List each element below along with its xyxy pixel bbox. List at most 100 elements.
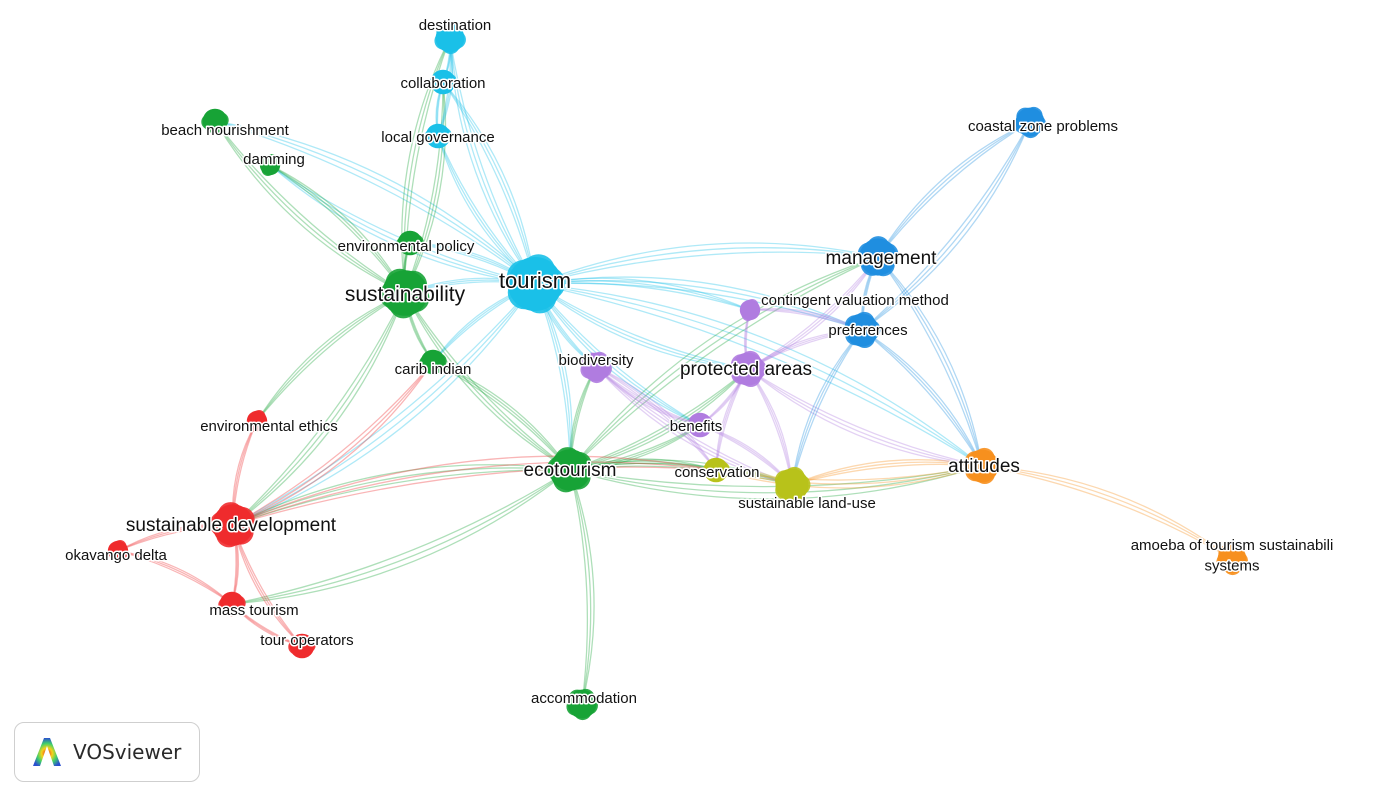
- link-tourism-preferences: [534, 282, 863, 331]
- node-preferences[interactable]: [844, 311, 881, 349]
- node-biodiversity[interactable]: [580, 351, 612, 384]
- node-circle: [1217, 544, 1247, 574]
- node-circle: [1015, 107, 1045, 137]
- node-layer: [107, 22, 1248, 721]
- node-tour-operators[interactable]: [288, 633, 316, 659]
- node-label-sustainable-development: sustainable development: [126, 515, 337, 536]
- link-tourism-beach-nourishment: [214, 120, 536, 285]
- link-attitudes-amoeba-systems: [981, 465, 1233, 560]
- node-label-sustainable-land-use: sustainable land-use: [738, 495, 876, 512]
- link-ecotourism-management: [569, 256, 879, 471]
- node-protected-areas[interactable]: [730, 350, 767, 388]
- vosviewer-logo-icon: [33, 738, 61, 766]
- link-sustainability-destination: [404, 37, 451, 294]
- node-label-damming: damming: [243, 151, 305, 168]
- node-circle: [420, 349, 446, 375]
- link-tourism-collaboration: [442, 81, 536, 285]
- link-sustainability-collaboration: [404, 81, 447, 294]
- node-label-ecotourism: ecotourism: [524, 460, 617, 481]
- link-tourism-management: [534, 242, 879, 285]
- node-contingent-valuation-method[interactable]: [739, 299, 761, 321]
- link-tourism-beach-nourishment: [214, 120, 536, 285]
- link-ecotourism-sustainable-development: [232, 467, 571, 526]
- node-attitudes[interactable]: [964, 447, 1001, 485]
- link-tourism-management: [534, 247, 879, 285]
- node-label-attitudes: attitudes: [948, 456, 1020, 477]
- node-label-destination: destination: [419, 17, 492, 34]
- node-label-tourism: tourism: [499, 268, 571, 293]
- link-protected-areas-attitudes: [747, 368, 983, 467]
- node-ecotourism[interactable]: [546, 447, 592, 493]
- link-tourism-sustainable-development: [232, 283, 536, 526]
- link-ecotourism-management: [569, 256, 879, 471]
- link-tourism-preferences: [534, 276, 863, 331]
- node-conservation[interactable]: [702, 457, 730, 483]
- link-okavango-delta-mass-tourism: [117, 550, 233, 605]
- node-circle: [687, 412, 713, 438]
- node-coastal-zone-problems[interactable]: [1014, 106, 1046, 139]
- brand-name: VOSviewer: [73, 740, 182, 764]
- node-circle: [731, 352, 765, 386]
- node-accommodation[interactable]: [566, 688, 598, 721]
- node-sustainability[interactable]: [379, 268, 430, 319]
- link-sustainability-collaboration: [404, 81, 445, 294]
- link-ecotourism-accommodation: [569, 469, 592, 705]
- node-circle: [246, 410, 268, 432]
- node-management[interactable]: [857, 236, 899, 277]
- link-preferences-coastal-zone-problems: [861, 121, 1031, 331]
- node-circle: [425, 123, 451, 149]
- node-label-management: management: [826, 248, 938, 269]
- node-label-okavango-delta: okavango delta: [65, 547, 167, 564]
- link-tourism-damming: [269, 164, 536, 285]
- node-label-contingent-valuation-method: contingent valuation method: [761, 292, 949, 309]
- link-preferences-coastal-zone-problems: [861, 121, 1031, 331]
- link-ecotourism-protected-areas: [569, 368, 749, 471]
- node-carib-indian[interactable]: [419, 349, 447, 375]
- link-tourism-damming: [269, 164, 536, 285]
- link-sustainability-collaboration: [404, 81, 444, 294]
- node-environmental-policy[interactable]: [396, 230, 424, 256]
- node-amoeba-systems[interactable]: [1216, 543, 1248, 576]
- link-management-attitudes: [877, 256, 983, 467]
- node-circle: [703, 457, 729, 483]
- node-tourism[interactable]: [506, 254, 566, 314]
- link-ecotourism-accommodation: [569, 469, 595, 705]
- link-preferences-attitudes: [861, 329, 983, 467]
- node-okavango-delta[interactable]: [107, 540, 129, 562]
- link-sustainability-beach-nourishment: [214, 120, 406, 294]
- link-tourism-beach-nourishment: [214, 120, 536, 285]
- node-label-tour-operators: tour operators: [260, 632, 353, 649]
- node-sustainable-development[interactable]: [209, 502, 255, 548]
- node-benefits[interactable]: [686, 412, 714, 438]
- link-sustainable-development-conservation: [232, 466, 717, 526]
- link-tourism-damming: [269, 164, 536, 285]
- link-sustainability-destination: [403, 37, 451, 294]
- link-protected-areas-attitudes: [747, 368, 983, 467]
- link-biodiversity-conservation: [595, 366, 717, 471]
- node-collaboration[interactable]: [429, 69, 457, 95]
- node-sustainable-land-use[interactable]: [774, 466, 811, 504]
- link-ecotourism-mass-tourism: [231, 469, 571, 605]
- node-circle: [212, 504, 254, 546]
- link-biodiversity-conservation: [595, 366, 717, 471]
- node-circle: [965, 449, 999, 483]
- link-preferences-attitudes: [861, 329, 983, 467]
- node-environmental-ethics[interactable]: [246, 410, 268, 432]
- node-mass-tourism[interactable]: [218, 591, 246, 617]
- node-label-biodiversity: biodiversity: [558, 352, 634, 369]
- node-damming[interactable]: [259, 154, 281, 176]
- link-attitudes-sustainable-land-use: [791, 461, 983, 486]
- link-tourism-destination: [449, 37, 536, 285]
- node-label-benefits: benefits: [670, 418, 723, 435]
- link-okavango-delta-mass-tourism: [117, 550, 233, 605]
- vosviewer-badge: VOSviewer: [14, 722, 200, 782]
- node-local-governance[interactable]: [424, 123, 452, 149]
- link-sustainable-development-carib-indian: [232, 361, 434, 526]
- link-protected-areas-attitudes: [747, 368, 983, 467]
- node-beach-nourishment[interactable]: [201, 108, 229, 134]
- link-tourism-attitudes: [534, 283, 983, 467]
- link-sustainability-sustainable-development: [232, 292, 406, 526]
- node-destination[interactable]: [434, 22, 466, 55]
